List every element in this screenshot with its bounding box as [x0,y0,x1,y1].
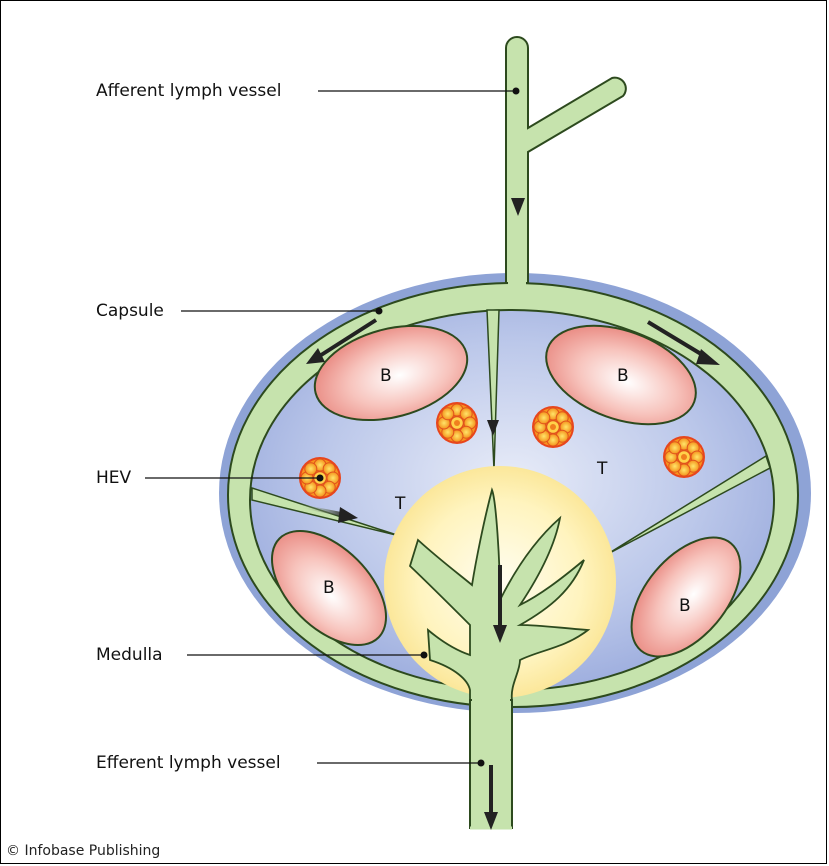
label-medulla: Medulla [96,645,163,665]
label-efferent-lymph-vessel: Efferent lymph vessel [96,753,281,773]
label-hev: HEV [96,468,131,488]
efferent-joint [472,696,510,708]
hev-cell [436,402,478,444]
zone-b-top-right: B [617,366,629,386]
zone-b-bottom-right: B [679,596,691,616]
afferent-vessel [506,37,626,283]
afferent-joint [508,278,526,292]
zone-b-bottom-left: B [323,578,335,598]
zone-t-right: T [597,459,607,479]
zone-b-top-left: B [380,366,392,386]
label-capsule: Capsule [96,301,164,321]
hev-cell [532,406,574,448]
hev-cell [663,436,705,478]
label-afferent-lymph-vessel: Afferent lymph vessel [96,81,281,101]
zone-t-left: T [395,494,405,514]
copyright-credit: © Infobase Publishing [6,843,160,859]
